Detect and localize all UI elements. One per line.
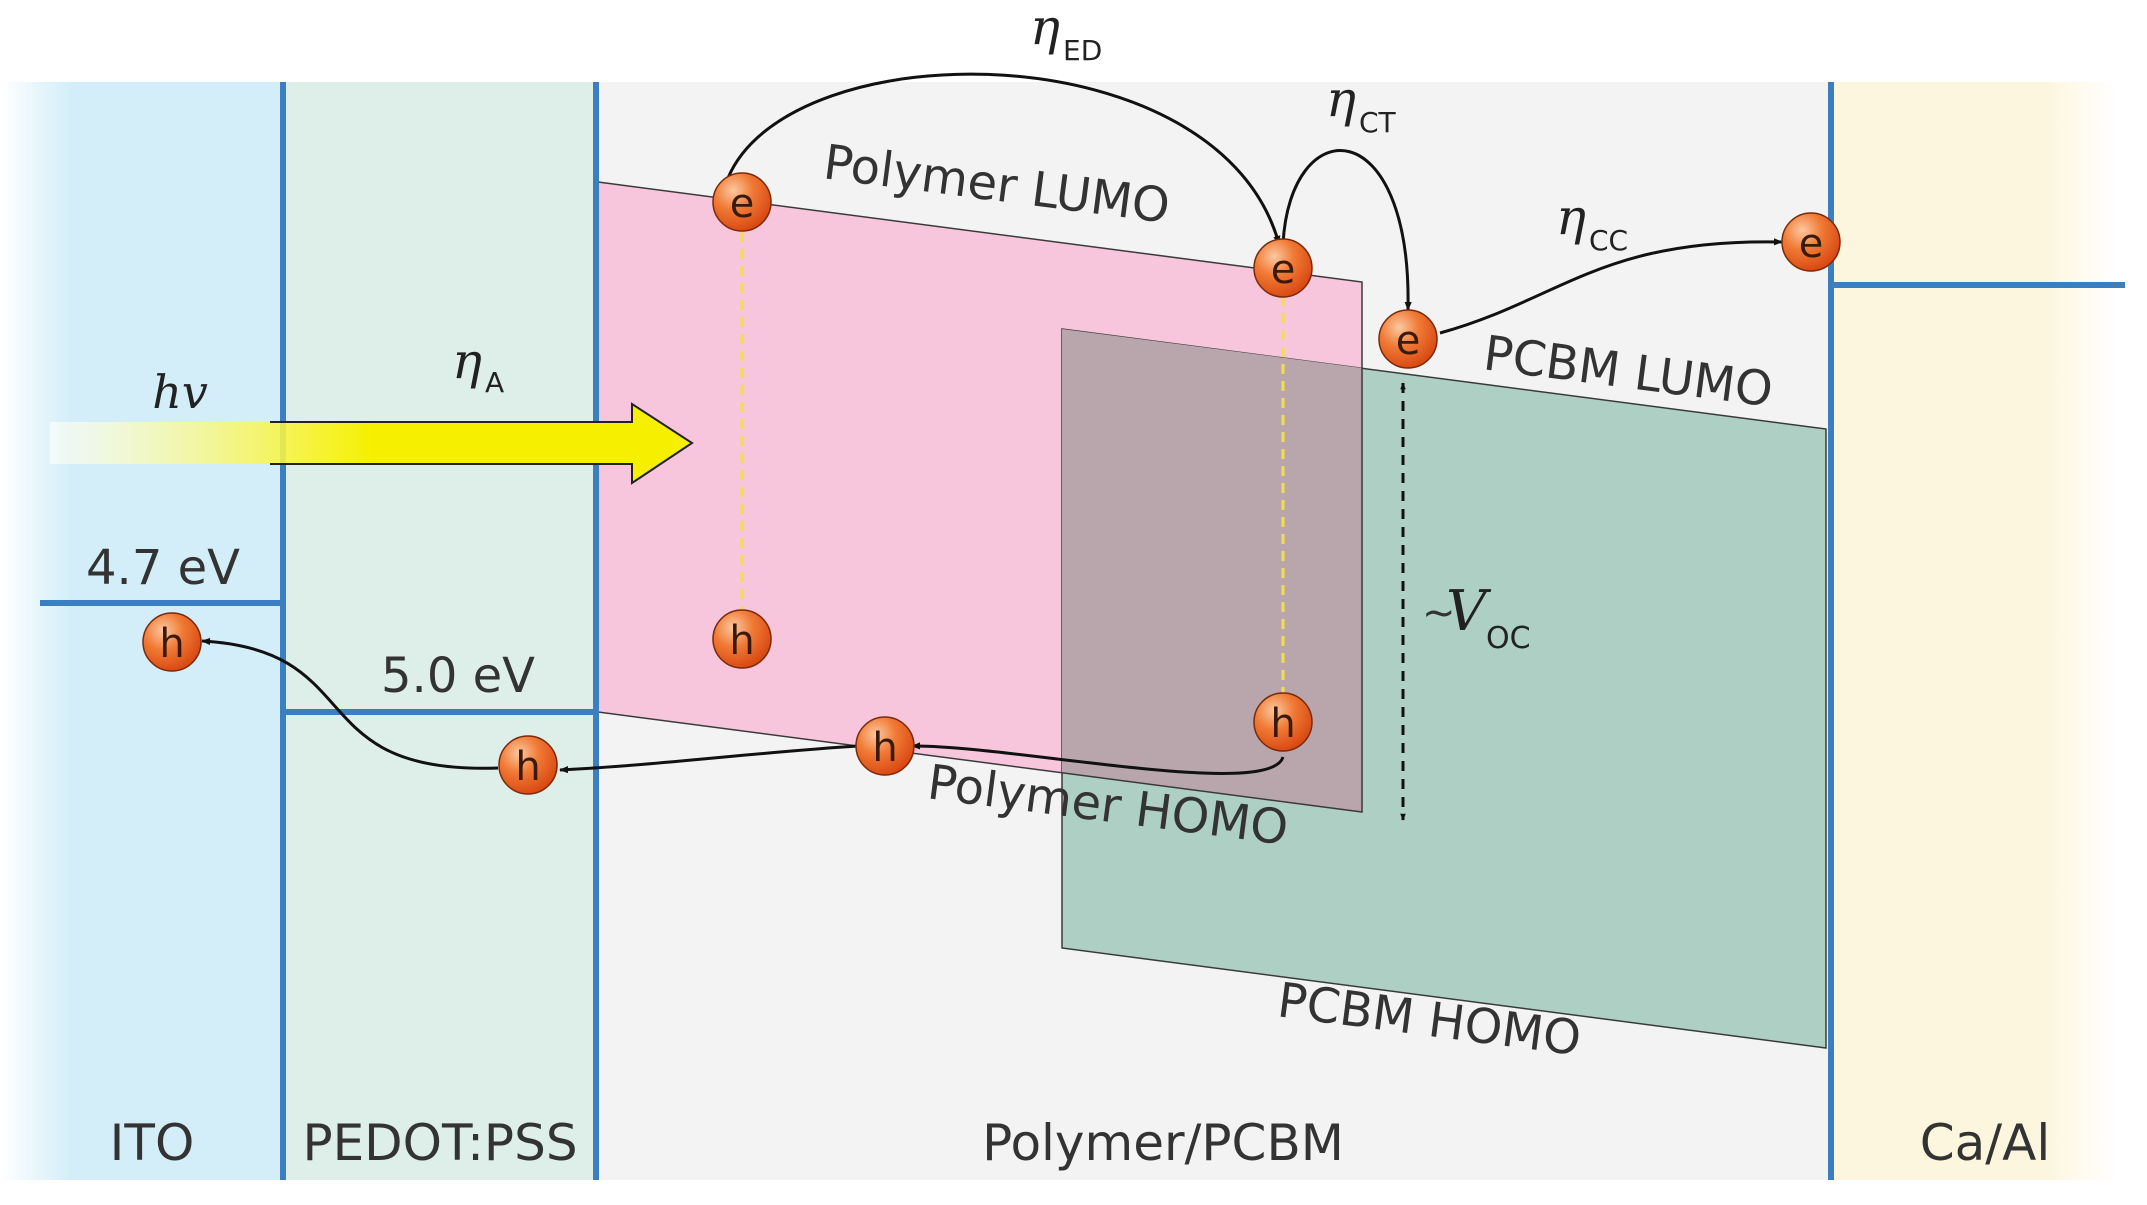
ito-work-function: 4.7 eV (86, 540, 240, 596)
active-label: Polymer/PCBM (982, 1114, 1344, 1172)
hole-collection-arrow (201, 637, 499, 770)
svg-text:η: η (452, 332, 482, 390)
hole-collected: h (142, 612, 202, 672)
svg-text:A: A (485, 366, 504, 399)
svg-text:ED: ED (1063, 34, 1102, 67)
pedot-label: PEDOT:PSS (302, 1114, 577, 1172)
svg-text:e: e (1799, 221, 1824, 267)
svg-text:h: h (159, 621, 184, 667)
electron-collected: e (1781, 212, 1841, 272)
electron-interface: e (1253, 238, 1313, 298)
electron-pcbm: e (1378, 309, 1438, 369)
pedot-work-function: 5.0 eV (381, 648, 535, 704)
hole-interface: h (1253, 692, 1313, 752)
hole-transport-arrow (559, 744, 859, 774)
charge-transfer-arrow (1281, 149, 1412, 311)
photon-arrow-outline (270, 402, 694, 485)
hole-pedot: h (498, 735, 558, 795)
svg-text:h: h (729, 618, 754, 664)
svg-text:h: h (872, 725, 897, 771)
ito-label: ITO (110, 1114, 195, 1172)
svg-text:CC: CC (1589, 224, 1628, 257)
hole-exciton: h (712, 609, 772, 669)
svg-text:η: η (1030, 0, 1060, 56)
svg-text:e: e (1271, 247, 1296, 293)
charge-collection-arrow (1439, 238, 1783, 335)
hole-transfer-arrow (911, 742, 1285, 775)
svg-text:η: η (1326, 70, 1356, 128)
exciton-diffusion-arrow (726, 72, 1281, 245)
svg-text:OC: OC (1486, 621, 1531, 656)
svg-text:h: h (1270, 701, 1295, 747)
electron-exciton: e (712, 172, 772, 232)
svg-text:~: ~ (1422, 590, 1456, 636)
cathode-layer (1831, 82, 2117, 1180)
voc-label: ~ V OC (1422, 579, 1531, 656)
hole-polymer: h (855, 716, 915, 776)
band-overlap (1062, 329, 1362, 812)
ito-layer (0, 82, 283, 1180)
pedot-layer (283, 82, 596, 1180)
svg-text:h: h (515, 744, 540, 790)
svg-text:e: e (1396, 318, 1421, 364)
photon-label: hv (152, 365, 208, 419)
eta-ed-label: η ED (1030, 0, 1102, 67)
eta-cc-label: η CC (1556, 188, 1628, 257)
eta-a-label: η A (452, 332, 504, 399)
svg-text:e: e (730, 181, 755, 227)
cathode-label: Ca/Al (1920, 1114, 2051, 1172)
svg-text:V: V (1446, 579, 1492, 644)
svg-text:CT: CT (1359, 106, 1397, 139)
eta-ct-label: η CT (1326, 70, 1397, 139)
svg-text:η: η (1556, 188, 1586, 246)
